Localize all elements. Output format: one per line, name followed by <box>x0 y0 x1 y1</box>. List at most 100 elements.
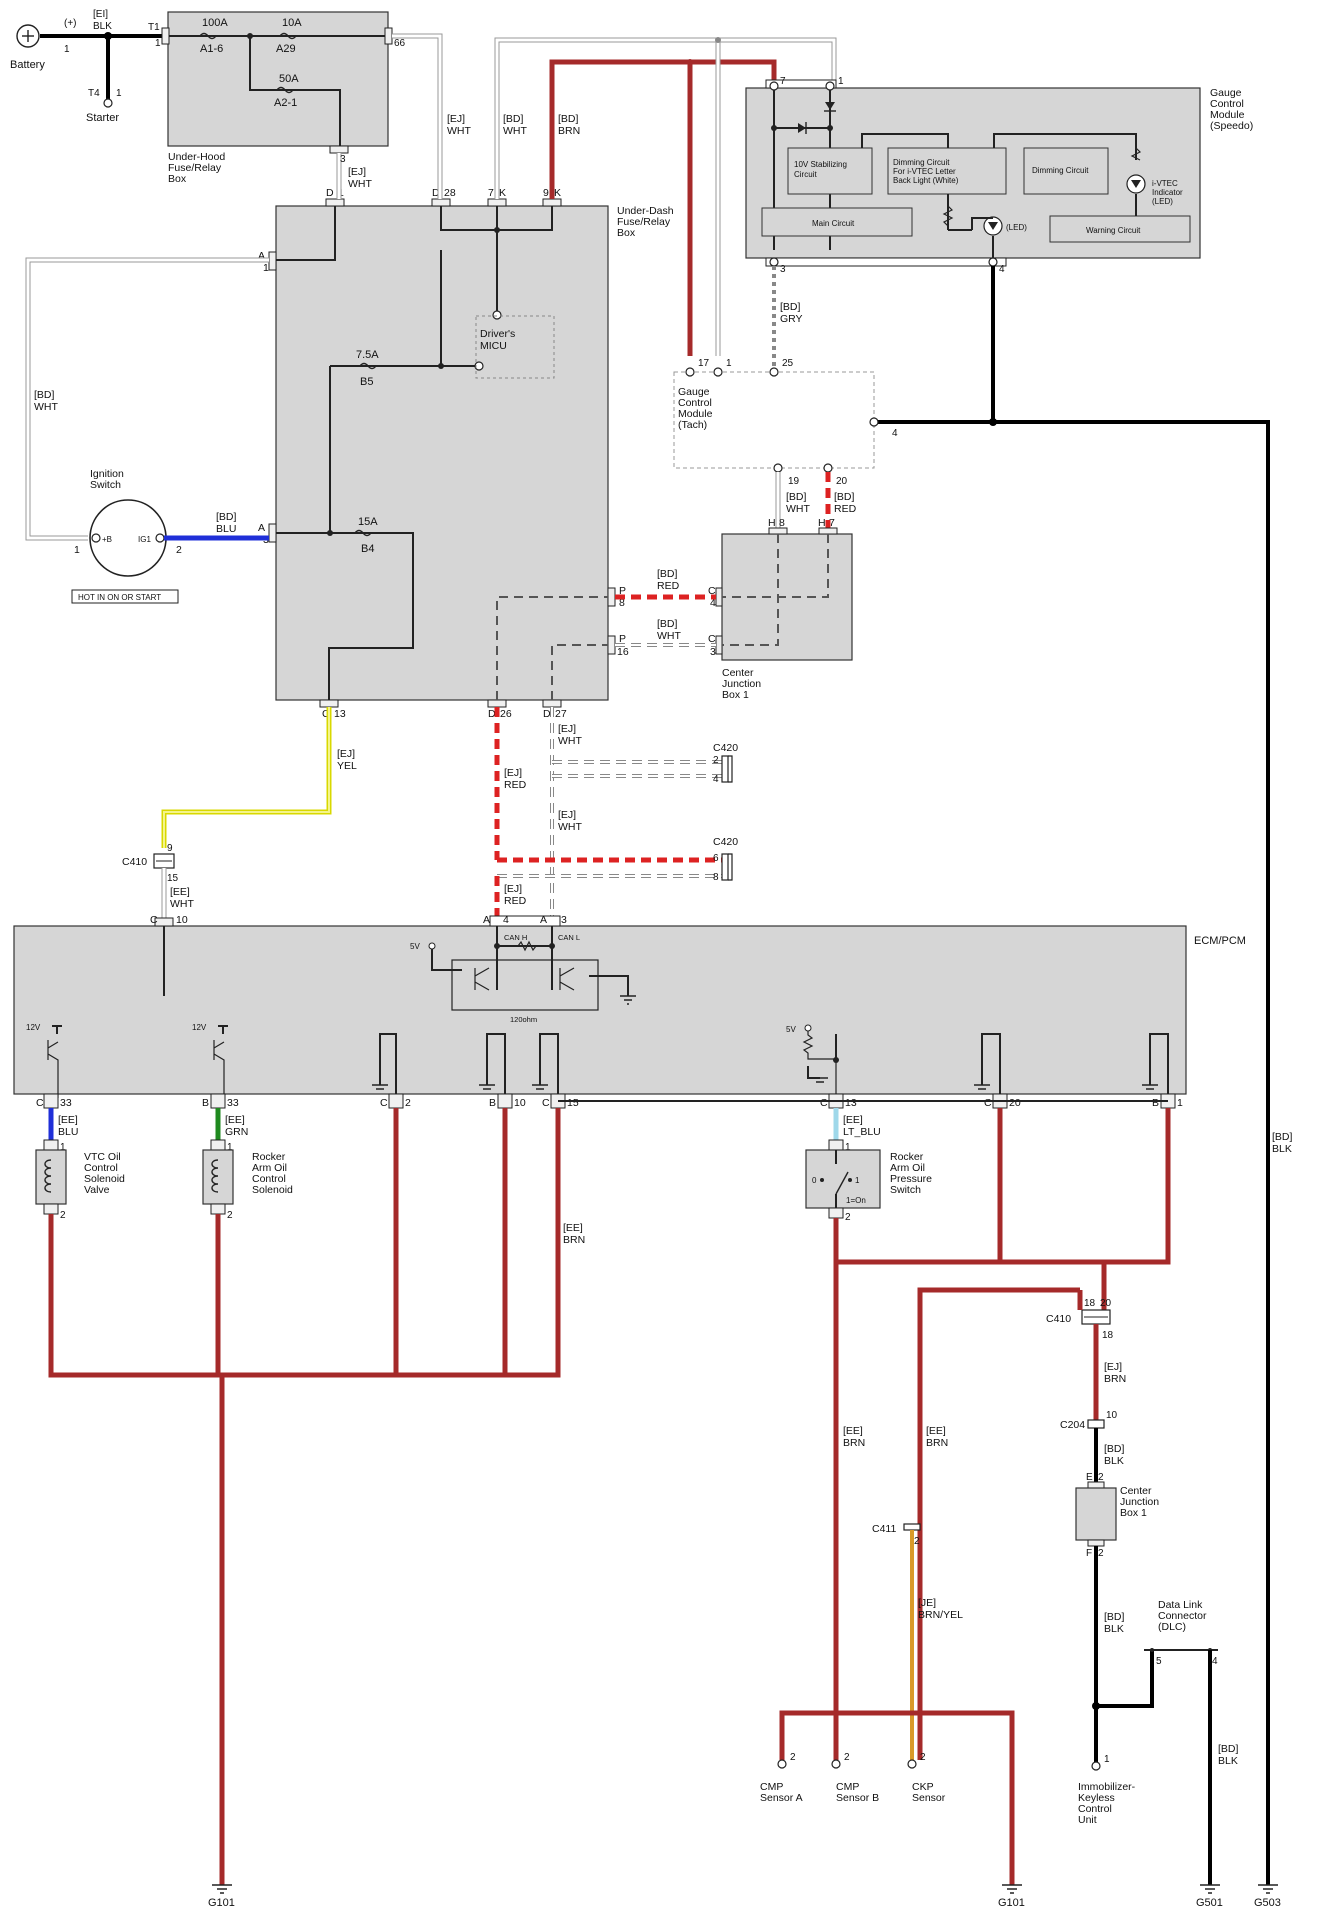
ud-pin-p16-letter: P <box>619 633 626 645</box>
stab-label-2: Circuit <box>794 170 817 179</box>
ud-pin-c13-num: 13 <box>334 708 346 720</box>
wire-je-brnyel-1: [JE] <box>918 1597 936 1609</box>
ud-pin-d1-letter: D <box>326 187 334 199</box>
gauge-control-module-tach: Gauge Control Module (Tach) 17 1 25 4 19… <box>673 358 898 487</box>
under-dash-title-3: Box <box>617 227 636 239</box>
speedo-pin-1: 1 <box>838 76 844 87</box>
tach-title-1: Gauge <box>678 386 710 398</box>
speedo-title-4: (Speedo) <box>1210 120 1253 132</box>
resistor-icon <box>942 205 954 227</box>
vtc-label-3: Solenoid <box>84 1173 125 1185</box>
under-dash-title-1: Under-Dash <box>617 205 674 217</box>
dlc-label-3: (DLC) <box>1158 1621 1186 1633</box>
under-hood-title-3: Box <box>168 173 187 185</box>
ecm-pin-b1-num: 1 <box>1177 1097 1183 1109</box>
vtc-pin-2: 2 <box>60 1210 66 1221</box>
diode-icon <box>798 123 806 133</box>
wire-ej-wht-b-2: WHT <box>447 125 471 137</box>
cjb-bot-pin-f: F <box>1086 1548 1092 1559</box>
rocker-sw-label-2: Arm Oil <box>890 1162 925 1174</box>
connector-c410-bottom: C410 18 20 18 <box>1046 1298 1114 1341</box>
ecm-pin-c20-letter: C <box>984 1097 992 1109</box>
ud-pin-p8-num: 8 <box>619 597 625 609</box>
tach-pin-20: 20 <box>836 476 848 487</box>
ground-icon <box>1002 1884 1022 1894</box>
c420-a-pin-2: 2 <box>713 755 719 766</box>
ignition-pin-ig1: IG1 <box>138 535 151 544</box>
battery-polarity: (+) <box>64 18 77 29</box>
cjb-bot-title-2: Junction <box>1120 1496 1159 1508</box>
c410-bottom-pin-18b: 18 <box>1102 1330 1114 1341</box>
ecm-pin-c10-num: 10 <box>176 914 188 926</box>
wire-ej-red-26b-2: RED <box>504 895 527 907</box>
under-dash-title-2: Fuse/Relay <box>617 216 671 228</box>
under-hood-pin-66: 66 <box>394 38 406 49</box>
ground-g501-label: G501 <box>1196 1897 1223 1909</box>
c204-pin-10: 10 <box>1106 1410 1118 1421</box>
vtc-label-1: VTC Oil <box>84 1151 121 1163</box>
c420-b-pin-8: 8 <box>713 872 719 883</box>
speedo-title-1: Gauge <box>1210 87 1242 99</box>
wire-ej-red-26b-1: [EJ] <box>504 883 522 895</box>
resistor-icon <box>517 940 537 952</box>
under-hood-fuse-relay-box: Under-Hood Fuse/Relay Box T1 1 100A A1-6… <box>148 11 406 185</box>
vtc-oil-control-solenoid-valve: 1 2 VTC Oil Control Solenoid Valve <box>35 1139 125 1221</box>
ecm-title: ECM/PCM <box>1194 935 1246 947</box>
c410-top-label: C410 <box>122 856 147 868</box>
cjb-bot-pin-e: E <box>1086 1472 1093 1483</box>
rocker-arm-oil-control-solenoid: 1 2 Rocker Arm Oil Control Solenoid <box>202 1139 293 1221</box>
ignition-switch: +B IG1 Ignition Switch 1 2 HOT IN ON OR … <box>71 468 182 604</box>
tach-title-4: (Tach) <box>678 419 707 431</box>
connector-c410-top: C410 9 15 <box>122 843 179 884</box>
dim-ivtec-1: Dimming Circuit <box>893 158 950 167</box>
led-label: (LED) <box>1006 223 1027 232</box>
connector-c420-b: C420 6 8 <box>713 836 738 883</box>
starter-terminal-label: T4 <box>88 88 100 99</box>
under-hood-pin-3: 3 <box>340 154 346 165</box>
cjb-pin-h8-letter: H <box>768 517 776 529</box>
ground-g503: G503 <box>1254 1884 1281 1909</box>
solenoid-coil-icon <box>44 1159 52 1193</box>
c204-label: C204 <box>1060 1419 1085 1431</box>
wire-ej-brn-1: [EJ] <box>1104 1361 1122 1373</box>
ecm-pin-b33-letter: B <box>202 1097 209 1109</box>
ground-g501: G501 <box>1196 1884 1223 1909</box>
immob-pin-1: 1 <box>1104 1754 1110 1765</box>
battery-label: Battery <box>10 59 45 71</box>
ckp-pin: 2 <box>920 1752 926 1763</box>
diode-icon <box>825 102 835 110</box>
under-dash-fuse-relay-box: Under-Dash Fuse/Relay Box D 1 D 28 7 K 9… <box>258 187 674 720</box>
ecm-pin-c10-letter: C <box>150 914 158 926</box>
ud-pin-a1-num: 1 <box>263 262 269 274</box>
wire-ee-grn-1: [EE] <box>225 1114 245 1126</box>
wire-ej-red-26-1: [EJ] <box>504 767 522 779</box>
cjb-top-title-2: Junction <box>722 678 761 690</box>
ud-pin-d26-num: 26 <box>500 708 512 720</box>
main-circuit-label: Main Circuit <box>812 219 855 228</box>
c420-b-label: C420 <box>713 836 738 848</box>
ud-pin-d27-num: 27 <box>555 708 567 720</box>
ud-pin-d26-letter: D <box>488 708 496 720</box>
immob-label-3: Control <box>1078 1803 1112 1815</box>
rocker-sw-state-0: 0 <box>812 1176 817 1185</box>
wire-ee-blu-2: BLU <box>58 1126 78 1138</box>
wire-ej-wht-27a-1: [EJ] <box>558 723 576 735</box>
speedo-title-3: Module <box>1210 109 1245 121</box>
ud-pin-k9-letter: K <box>554 187 561 199</box>
ecm-pcm: ECM/PCM C 10 A 4 A 3 CAN H CAN L 120ohm … <box>13 914 1246 1109</box>
wire-bd-brn-2: BRN <box>558 125 580 137</box>
wire-bd-blk-jb-2: BLK <box>1104 1623 1124 1635</box>
wire-ej-red-26-2: RED <box>504 779 527 791</box>
ecm-pin-c2-num: 2 <box>405 1097 411 1109</box>
micu-label-2: MICU <box>480 340 507 352</box>
fuse-a1-6 <box>199 32 217 40</box>
rocker-sol-label-1: Rocker <box>252 1151 286 1163</box>
wire-bd-red-p8-2: RED <box>657 580 680 592</box>
ecm-pin-c15-letter: C <box>542 1097 550 1109</box>
battery-pin: 1 <box>64 44 70 55</box>
center-junction-box-1-top: H 8 H 7 C 4 C 3 Center Junction Box 1 <box>708 517 853 701</box>
ignition-pin-b: +B <box>102 535 112 544</box>
cmp-a-label-1: CMP <box>760 1781 783 1793</box>
ecm-5v-b: 5V <box>786 1025 796 1034</box>
tach-title-3: Module <box>678 408 713 420</box>
